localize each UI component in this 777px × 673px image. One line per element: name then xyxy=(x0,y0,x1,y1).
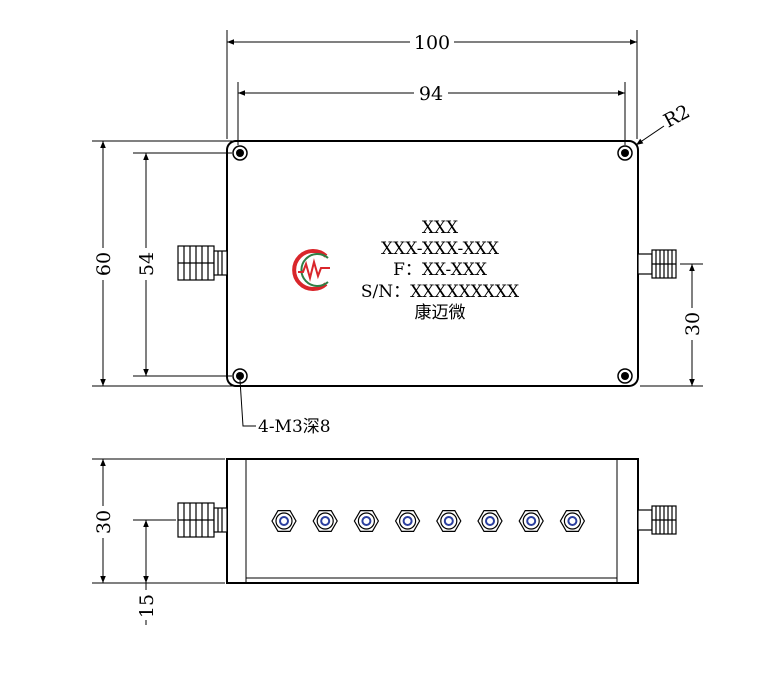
label-line-5: 康迈微 xyxy=(415,303,466,323)
dimension-connector-offset: 30 xyxy=(640,263,704,387)
terminal xyxy=(436,510,462,533)
label-line-1: XXX xyxy=(422,218,459,238)
dimension-overall-width: 100 xyxy=(226,30,638,139)
terminal xyxy=(271,510,297,533)
dimension-label: 54 xyxy=(136,252,158,276)
terminal xyxy=(353,510,380,533)
sma-connector-right xyxy=(637,249,677,279)
terminal xyxy=(559,510,586,533)
dimension-label: 30 xyxy=(682,312,704,336)
dimension-connector-height: 15 xyxy=(133,519,176,625)
dimension-hole-spacing-x: 94 xyxy=(237,81,626,145)
dimension-label: 94 xyxy=(419,83,443,105)
terminal xyxy=(394,510,421,533)
label-line-3: F：XX-XXX xyxy=(393,260,488,280)
dimension-hole-spacing-y: 54 xyxy=(133,152,232,377)
mounting-hole xyxy=(617,145,633,161)
dimension-corner-radius: R2 xyxy=(635,101,694,146)
feedthrough-terminals xyxy=(271,510,586,533)
dimension-label: R2 xyxy=(660,101,694,133)
sma-connector-right-side xyxy=(637,505,677,535)
dimension-label: 60 xyxy=(93,252,115,276)
mounting-hole xyxy=(232,145,248,161)
dimension-label: 30 xyxy=(93,510,115,534)
dimension-overall-height: 60 xyxy=(92,140,236,387)
dimension-side-height: 30 xyxy=(92,458,225,584)
mounting-hole-note: 4-M3深8 xyxy=(239,379,331,437)
side-view: 30 15 xyxy=(92,458,677,625)
terminal xyxy=(312,510,338,533)
terminal xyxy=(477,510,503,533)
sma-connector-left xyxy=(177,245,228,281)
terminal xyxy=(518,510,544,533)
company-logo xyxy=(292,249,330,291)
dimension-label: 15 xyxy=(136,594,158,618)
dimension-label: 100 xyxy=(414,32,450,54)
label-line-4: S/N：XXXXXXXXX xyxy=(361,282,520,302)
mounting-hole xyxy=(617,368,633,384)
label-line-2: XXX-XXX-XXX xyxy=(381,239,500,259)
top-view: XXX XXX-XXX-XXX F：XX-XXX S/N：XXXXXXXXX 康… xyxy=(92,30,704,437)
sma-connector-left-side xyxy=(177,502,228,538)
mounting-hole-note-text: 4-M3深8 xyxy=(258,417,331,437)
